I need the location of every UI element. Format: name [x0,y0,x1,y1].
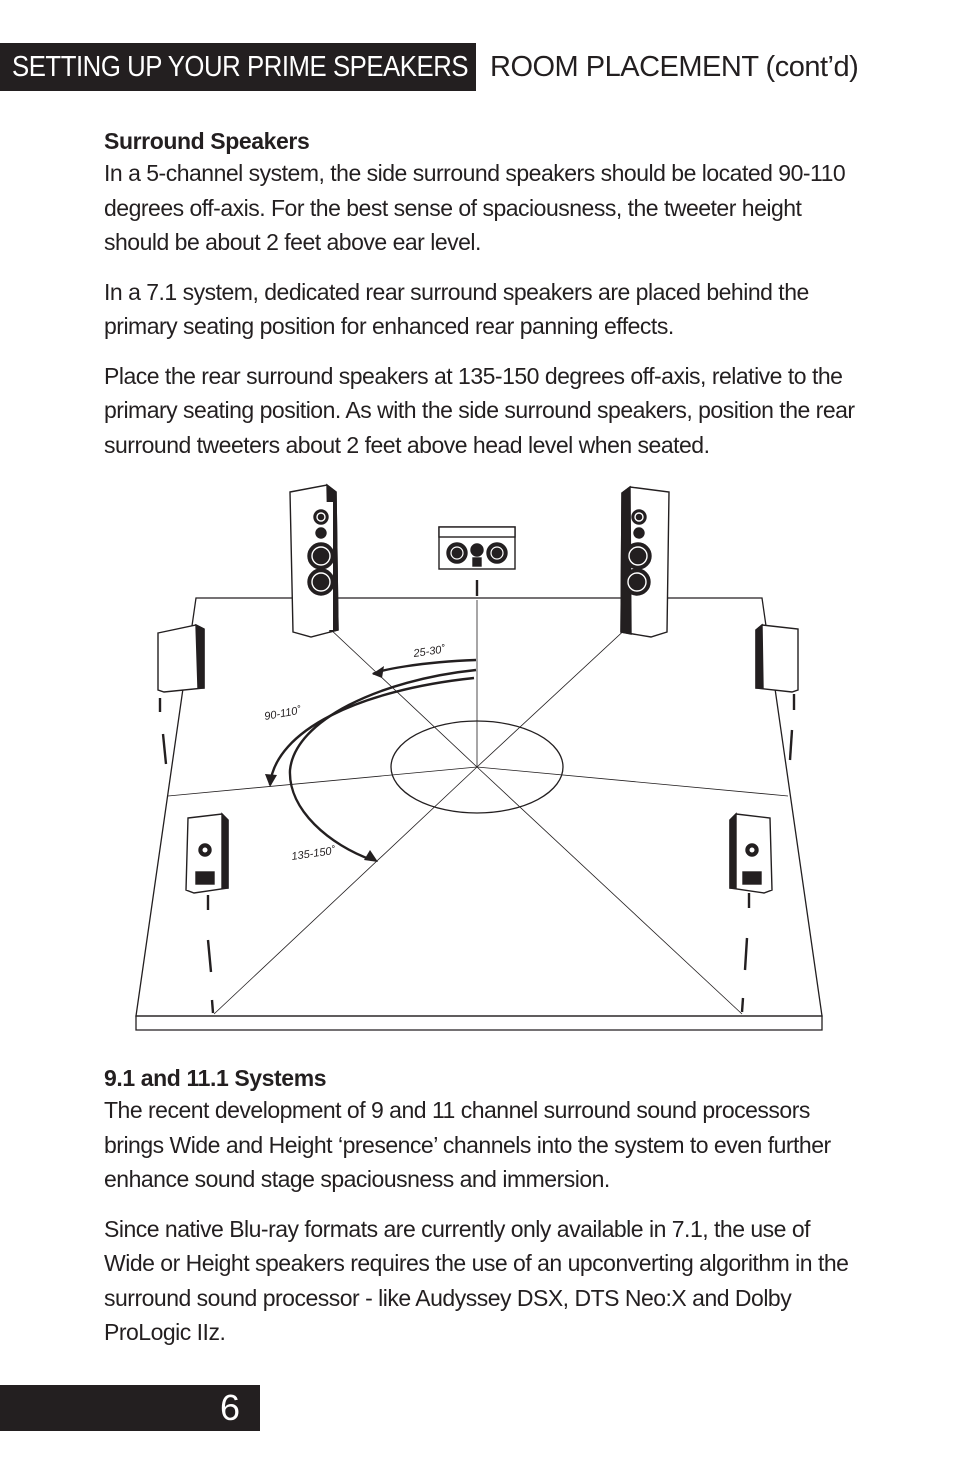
room-floor [135,597,823,1017]
side-left-speaker [157,623,205,693]
side-right-speaker [755,623,799,693]
front-left-speaker [289,483,339,638]
speaker-placement-diagram: 25-30˚ 90-110˚ 135-150˚ [135,483,823,1031]
systems-paragraph-1: The recent development of 9 and 11 chann… [104,1097,831,1192]
section-title-bar: SETTING UP YOUR PRIME SPEAKERS [0,43,476,91]
room-floor-edge [135,1015,823,1031]
systems-section: 9.1 and 11.1 Systems The recent developm… [104,1063,864,1350]
surround-paragraph-1: In a 5-channel system, the side surround… [104,160,846,255]
surround-paragraph-2: In a 7.1 system, dedicated rear surround… [104,278,809,340]
side-angle-arc [268,676,475,786]
surround-heading: Surround Speakers [104,128,310,154]
systems-heading: 9.1 and 11.1 Systems [104,1065,327,1091]
section-title: SETTING UP YOUR PRIME SPEAKERS [12,51,469,83]
surround-paragraph-3: Place the rear surround speakers at 135-… [104,362,855,458]
height-markers [158,580,796,1014]
center-speaker [438,526,516,570]
front-right-speaker [620,485,670,638]
systems-paragraph-2: Since native Blu-ray formats are current… [104,1215,849,1346]
off-axis-lines [167,600,789,1015]
rear-right-speaker [729,812,773,894]
rear-left-speaker [185,812,229,894]
rear-angle-arc [288,668,477,862]
subsection-title: ROOM PLACEMENT (cont’d) [490,51,859,83]
page-number: 6 [0,1385,260,1431]
rear-angle-label: 135-150˚ [291,845,337,863]
side-angle-label: 90-110˚ [263,705,302,723]
arrowheads [265,666,384,862]
surround-section: Surround Speakers In a 5-channel system,… [104,126,864,462]
front-angle-label: 25-30˚ [412,644,446,660]
